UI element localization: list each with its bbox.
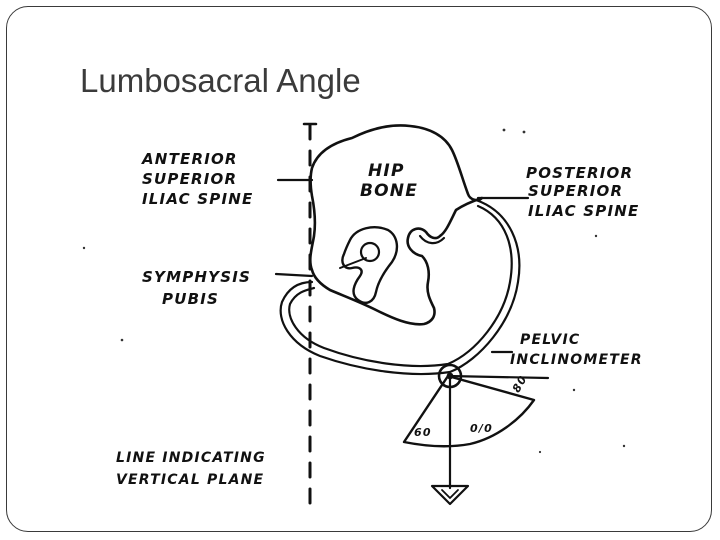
inclinometer-dial — [402, 363, 550, 506]
label-asis-3: ILIAC SPINE — [142, 190, 253, 208]
label-asis-2: SUPERIOR — [142, 170, 237, 188]
label-vertical-plane-1: LINE INDICATING — [116, 450, 266, 466]
label-inclinometer-2: INCLINOMETER — [510, 352, 643, 368]
inclinometer-arm — [279, 198, 521, 376]
label-hip-bone-1: HIP — [368, 161, 405, 181]
scale-mark-80: 80 — [510, 373, 530, 395]
label-hip-bone-2: BONE — [360, 181, 418, 201]
label-psis-2: SUPERIOR — [528, 182, 623, 200]
label-asis-1: ANTERIOR — [141, 150, 238, 168]
label-inclinometer-1: PELVIC — [520, 332, 580, 348]
label-psis-1: POSTERIOR — [526, 164, 633, 182]
leader-lines — [274, 178, 530, 354]
hip-bone-outline — [309, 124, 484, 326]
scale-mark-00: 0/0 — [470, 422, 493, 435]
scan-speckles — [82, 128, 626, 454]
label-psis-3: ILIAC SPINE — [528, 202, 639, 220]
label-vertical-plane-2: VERTICAL PLANE — [116, 472, 264, 488]
scale-mark-60: 60 — [414, 426, 432, 439]
label-symphysis-1: SYMPHYSIS — [142, 268, 251, 286]
slide-title: Lumbosacral Angle — [80, 62, 361, 99]
label-symphysis-2: PUBIS — [162, 290, 219, 308]
